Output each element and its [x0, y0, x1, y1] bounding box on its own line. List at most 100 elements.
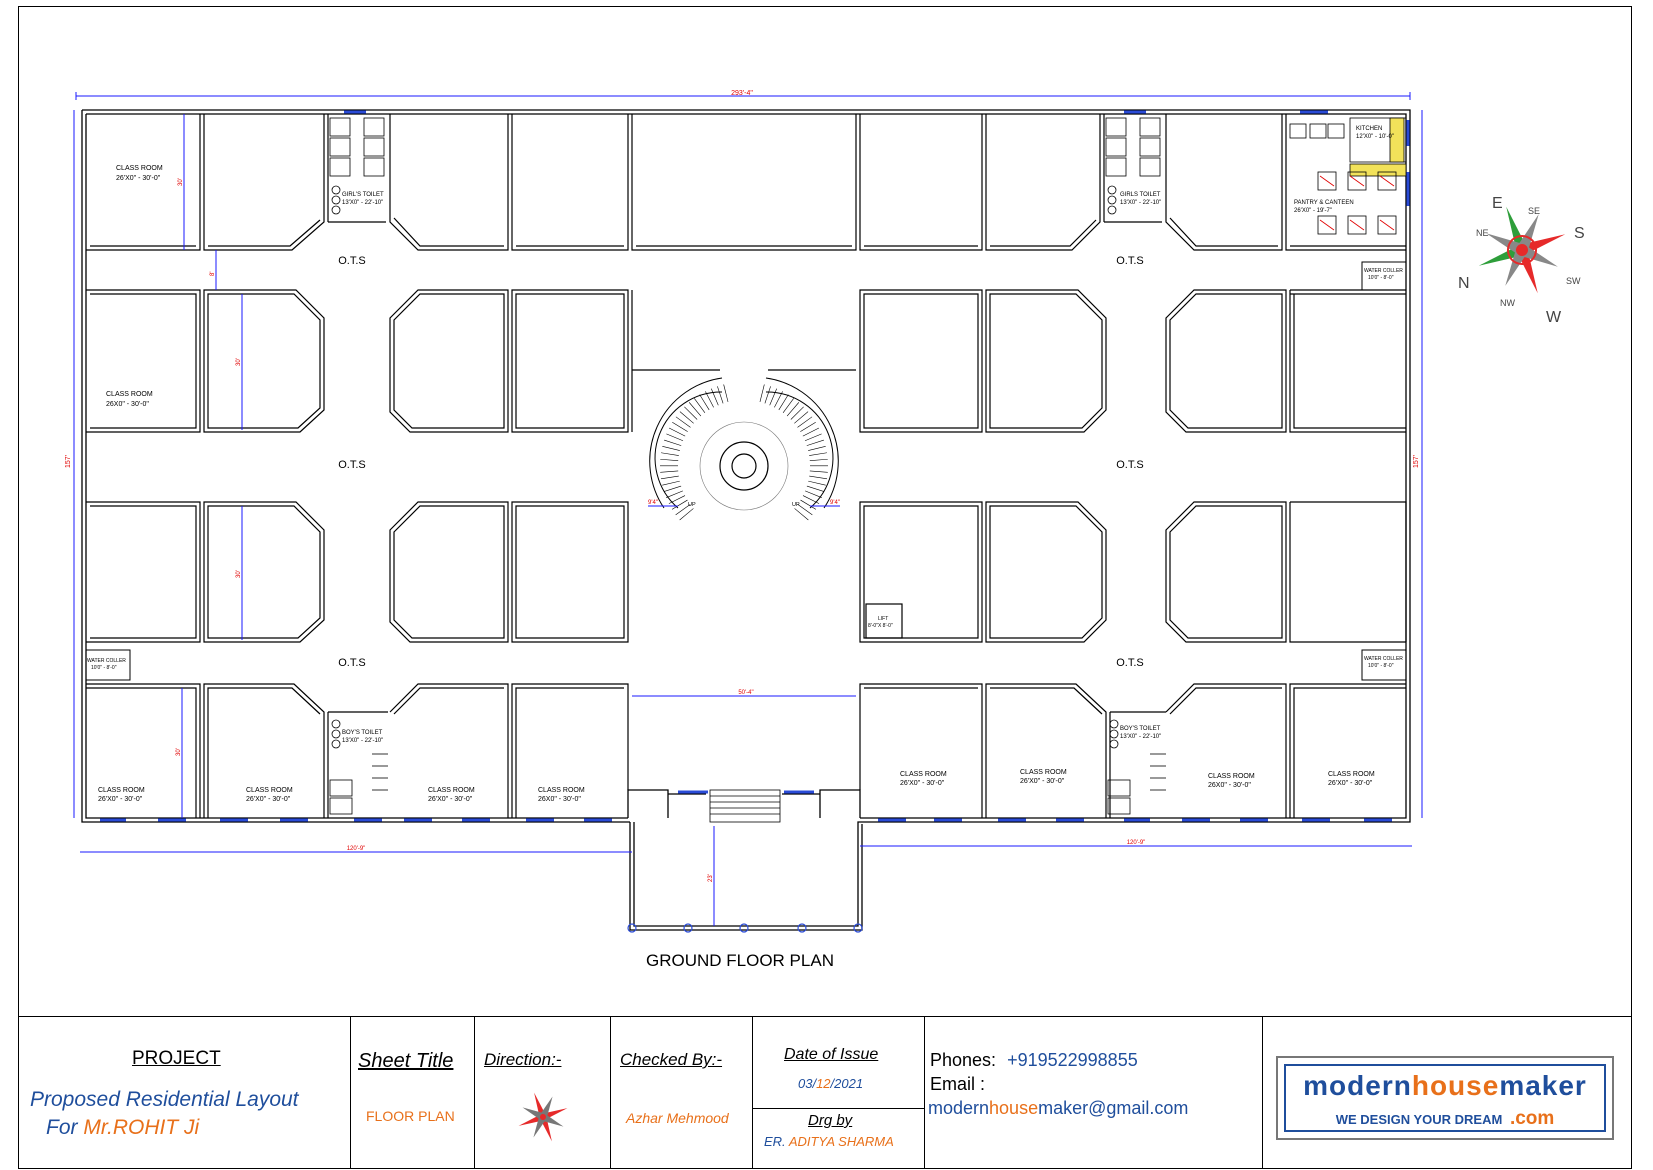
- ots-4: O.T.S: [1116, 459, 1144, 471]
- date-label: Date of Issue: [784, 1046, 878, 1064]
- stair-tread: [809, 453, 827, 456]
- direction-compass-icon: [508, 1082, 578, 1152]
- ots-labels: O.T.S O.T.S O.T.S O.T.S O.T.S O.T.S: [338, 255, 1144, 669]
- date-day: 03/: [798, 1076, 816, 1091]
- room-label-b2: CLASS ROOM: [246, 787, 293, 794]
- logo-tag: WE DESIGN YOUR DREAM: [1336, 1112, 1503, 1127]
- ots-1: O.T.S: [338, 255, 366, 267]
- dim-front-left: 120'-9": [347, 846, 366, 852]
- date-value: 03/12/2021: [798, 1076, 863, 1091]
- overall-depth-right-label: 157': [1413, 455, 1420, 468]
- kitchen-label: KITCHEN: [1356, 126, 1382, 132]
- compass-E: E: [1492, 195, 1503, 212]
- stair-up-left: UP: [688, 502, 696, 508]
- stair-tread: [662, 446, 679, 450]
- stair-tread: [808, 481, 826, 485]
- boys-toilet-size: 13'X0" - 22'-10": [342, 738, 383, 744]
- top-toilet-fixtures: [330, 118, 1160, 214]
- overall-width-label: 293'-4": [731, 90, 753, 97]
- sheet-title-label: Sheet Title: [358, 1050, 453, 1073]
- room-label-top-left: CLASS ROOM: [116, 165, 163, 172]
- stair-tread: [803, 496, 819, 504]
- room-size-b8: 26'X0" - 30'-0": [1328, 780, 1373, 787]
- stair-tread: [724, 384, 728, 401]
- compass-S: S: [1574, 225, 1585, 242]
- stair-tread: [660, 471, 678, 472]
- water-cooler-3-size: 10'0" - 8'-0": [1368, 663, 1394, 669]
- room-size-b6: 26'X0" - 30'-0": [1020, 778, 1065, 785]
- lift-size: 8'-0"X 8'-0": [868, 623, 893, 629]
- room-label-b1: CLASS ROOM: [98, 787, 145, 794]
- outer-walls: [82, 110, 1410, 930]
- ots-5: O.T.S: [338, 657, 366, 669]
- room-size-b5: 26'X0" - 30'-0": [900, 780, 945, 787]
- stair-tread: [666, 491, 683, 498]
- stair-up-right: UP: [792, 502, 800, 508]
- stair-tread: [660, 459, 678, 460]
- dim-front-right: 120'-9": [1127, 840, 1146, 846]
- dim-corridor: 8': [210, 272, 216, 276]
- boys-toilet-2-label: BOY'S TOILET: [1120, 726, 1161, 732]
- spiral-staircase: [650, 378, 839, 520]
- phone-value[interactable]: +919522998855: [1007, 1050, 1138, 1070]
- ots-3: O.T.S: [338, 459, 366, 471]
- stair-tread: [661, 476, 679, 479]
- boys-toilet-2-size: 13'X0" - 22'-10": [1120, 734, 1161, 740]
- compass-rose: [1463, 191, 1581, 309]
- stair-tread: [810, 471, 828, 472]
- stair-tread: [689, 402, 701, 416]
- email-value[interactable]: modernhousemaker@gmail.com: [928, 1098, 1188, 1119]
- stair-tread: [664, 440, 681, 446]
- dim-room-depth-4: 30': [176, 748, 182, 756]
- top-row-walls: [86, 114, 1406, 250]
- room-labels: CLASS ROOM 26'X0" - 30'-0" CLASS ROOM 26…: [87, 126, 1403, 803]
- compass-NW: NW: [1500, 298, 1515, 308]
- logo-wordmark: modernhousemaker: [1278, 1070, 1612, 1102]
- boys-toilet-label: BOY'S TOILET: [342, 730, 383, 736]
- drg-label: Drg by: [808, 1112, 852, 1129]
- project-client: Mr.ROHIT Ji: [83, 1116, 199, 1139]
- logo-com: .com: [1510, 1108, 1554, 1129]
- stair-tread: [810, 459, 828, 460]
- dim-stair-right: 9'4": [830, 500, 840, 506]
- floor-plan-drawing: 293'-4" 157' 157': [0, 0, 1653, 1016]
- stair-tread: [666, 434, 683, 441]
- compass-W: W: [1546, 309, 1562, 326]
- stair-tread: [760, 384, 764, 401]
- date-year: /2021: [831, 1076, 864, 1091]
- water-cooler-1-size: 10'0" - 8'-0": [1368, 275, 1394, 281]
- stair-tread: [803, 428, 819, 436]
- dim-porch-depth: 23': [708, 874, 714, 882]
- room-size-mid-left: 26X0" - 30'-0": [106, 401, 149, 408]
- dim-room-depth-3: 30': [236, 570, 242, 578]
- pantry-size: 26'X0" - 19'-7": [1294, 208, 1332, 214]
- stair-tread: [765, 386, 771, 403]
- compass-N: N: [1458, 275, 1470, 292]
- tb-divider-6: [1262, 1016, 1263, 1169]
- dim-room-depth-2: 30': [236, 358, 242, 366]
- drg-value: ER. ADITYA SHARMA: [764, 1134, 894, 1149]
- dim-room-depth-1: 30': [178, 178, 184, 186]
- tb-divider-1: [350, 1016, 351, 1169]
- stair-tread: [664, 486, 681, 491]
- checked-label: Checked By:-: [620, 1050, 722, 1070]
- room-size-b3: 26'X0" - 30'-0": [428, 796, 473, 803]
- room-size-top-left: 26'X0" - 30'-0": [116, 175, 161, 182]
- entrance-steps: [710, 790, 780, 822]
- porch-columns: [628, 924, 862, 932]
- water-cooler-2-label: WATER COLLER: [87, 658, 126, 664]
- tb-divider-4: [752, 1016, 753, 1169]
- email-label: Email :: [930, 1074, 985, 1095]
- phones-row: Phones: +919522998855: [930, 1050, 1138, 1071]
- room-label-b5: CLASS ROOM: [900, 771, 947, 778]
- ots-2: O.T.S: [1116, 255, 1144, 267]
- date-month: 12: [816, 1076, 830, 1091]
- stair-tread: [705, 391, 713, 407]
- girls-toilet-1-size: 13'X0" - 22'-10": [342, 200, 383, 206]
- tb-divider-3: [610, 1016, 611, 1169]
- email-part-a: modern: [928, 1098, 989, 1118]
- water-cooler-2-size: 10'0" - 8'-0": [91, 665, 117, 671]
- room-label-b7: CLASS ROOM: [1208, 773, 1255, 780]
- tb-divider-2: [474, 1016, 475, 1169]
- girls-toilet-1-label: GIRL'S TOILET: [342, 192, 384, 198]
